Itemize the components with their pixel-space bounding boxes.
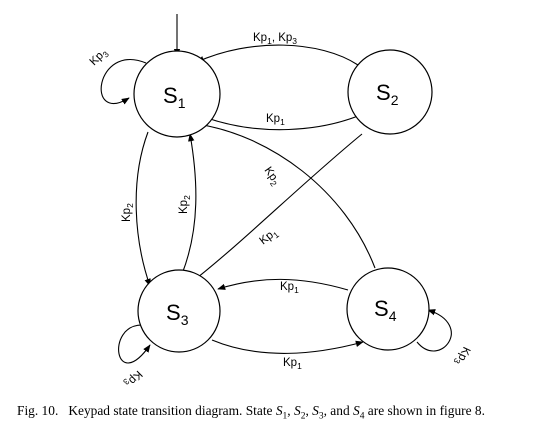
edge-s4-self-loop xyxy=(416,309,452,352)
caption-text: Keypad state transition diagram. State xyxy=(68,403,276,418)
edge-s3-to-s1 xyxy=(181,133,197,275)
edge-s3-self-loop xyxy=(118,324,151,364)
caption-prefix: Fig. 10. xyxy=(17,403,59,418)
edge-s3-to-s4 xyxy=(211,339,364,354)
caption-s1-sub: 1 xyxy=(282,411,288,422)
figure-caption: Fig. 10. Keypad state transition diagram… xyxy=(17,402,537,422)
caption-sep: , xyxy=(287,403,294,418)
caption-s3-sub: 3 xyxy=(318,411,324,422)
caption-s3: S xyxy=(312,403,319,418)
caption-s1: S xyxy=(275,403,283,418)
caption-s2-sub: 2 xyxy=(300,411,306,422)
caption-s4: S xyxy=(353,403,360,418)
edge-label-s4-to-s1: Kp2 xyxy=(260,165,282,189)
svg-text:S4: S4 xyxy=(374,296,397,324)
edge-label-s4-to-s3: Kp1 xyxy=(280,281,299,295)
edge-label-s1-to-s2: Kp1 xyxy=(266,113,285,127)
svg-text:S3: S3 xyxy=(166,300,189,328)
state-s3: S3 xyxy=(137,269,221,353)
caption-sep: , xyxy=(305,403,313,418)
edge-label-s1-to-s3: Kp2 xyxy=(121,203,135,222)
edge-s1-to-s3 xyxy=(135,131,151,287)
edge-s4-to-s3 xyxy=(217,278,349,291)
state-s4: S4 xyxy=(346,267,430,351)
state-s2: S2 xyxy=(347,49,433,135)
svg-text:S2: S2 xyxy=(376,80,399,108)
state-s1: S1 xyxy=(133,50,221,138)
edge-s2-to-s3 xyxy=(187,133,363,286)
edge-label-s3-to-s1: Kp2 xyxy=(178,195,192,214)
svg-text:S1: S1 xyxy=(163,83,186,111)
caption-text-end: are shown in figure 8. xyxy=(364,403,485,418)
edge-label-s3-to-s4: Kp1 xyxy=(283,357,302,371)
edge-label-s4-self: Kp3 xyxy=(451,344,472,367)
caption-s4-sub: 4 xyxy=(359,411,365,422)
edge-label-s2-to-s3: Kp1 xyxy=(257,226,281,249)
caption-sep: , and xyxy=(323,403,353,418)
edge-label-s1-self: Kp3 xyxy=(88,46,111,69)
edge-s4-to-s1 xyxy=(196,121,376,269)
state-transition-diagram: S1 S2 S3 S4 Kp3 Kp1, Kp3 Kp1 Kp2 Kp2 Kp2… xyxy=(88,14,472,385)
edge-s1-to-s2 xyxy=(206,113,364,131)
caption-s2: S xyxy=(294,403,301,418)
edge-label-s2-to-s1: Kp1, Kp3 xyxy=(253,32,297,46)
edge-s2-to-s1 xyxy=(196,44,359,66)
edge-label-s3-self: Kp3 xyxy=(121,366,144,385)
edge-s1-self-loop xyxy=(100,59,147,105)
